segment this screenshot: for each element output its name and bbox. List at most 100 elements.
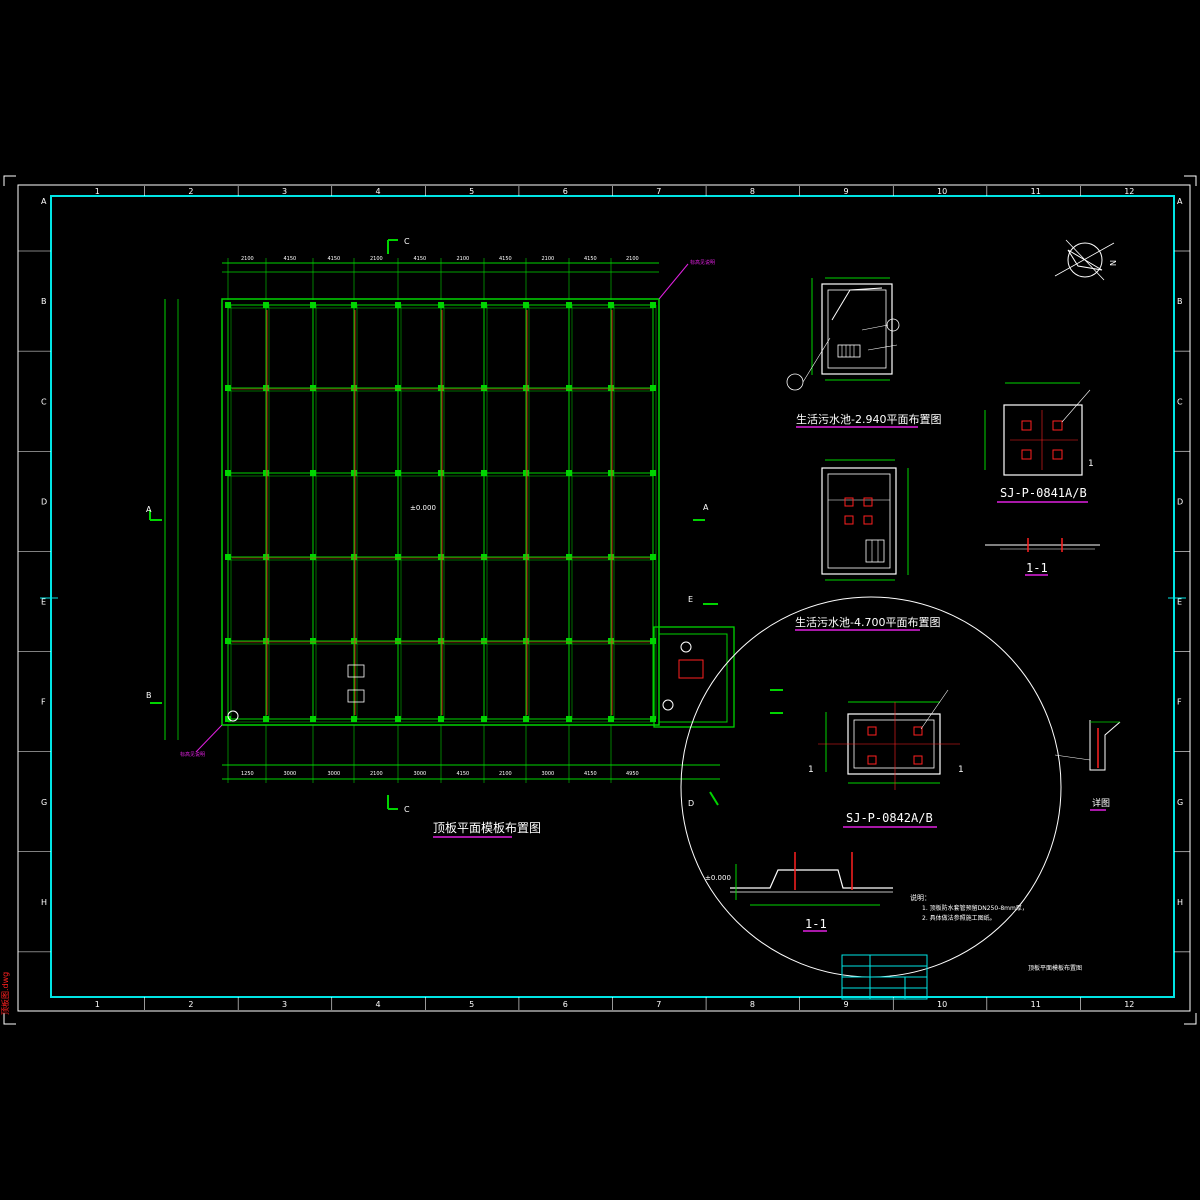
border-col-number: 8 [750,187,755,196]
border-col-number: 9 [843,1000,848,1009]
border-row-letter: F [1177,698,1182,707]
column-node [481,470,487,476]
column-node [263,470,269,476]
border-row-letter: G [1177,798,1183,807]
border-col-number: 1 [95,187,100,196]
dimension-label: 4950 [626,771,639,777]
column-node [438,470,444,476]
detail-0842-id: SJ-P-0842A/B [846,811,933,825]
sheet-frame [3,175,1197,1025]
dimension-label: 1250 [241,771,254,777]
border-col-number: 10 [937,187,947,196]
dimension-label: 4150 [284,256,297,262]
detail-0841-id: SJ-P-0841A/B [1000,486,1087,500]
notes-line1: 1. 顶板防水套管预留DN250-8mm厚， [922,904,1028,912]
dimension-label: 2100 [457,256,470,262]
north-arrow-icon [1054,239,1115,281]
border-row-letter: G [41,798,47,807]
dimension-label: 3000 [542,771,555,777]
border-col-number: 4 [376,1000,381,1009]
column-node [438,716,444,722]
column-node [566,385,572,391]
border-row-letter: A [1177,197,1183,206]
column-node [523,470,529,476]
section-label-right: A [703,503,709,512]
column-node [263,554,269,560]
column-node [481,716,487,722]
dimension-label: 2100 [241,256,254,262]
border-col-number: 5 [469,187,474,196]
column-node [481,385,487,391]
pool-4700-plan [795,459,920,631]
border-col-number: 8 [750,1000,755,1009]
section-label-d: D [688,799,694,808]
main-plan-title: 顶板平面模板布置图 [433,821,541,835]
dimension-label: 3000 [414,771,427,777]
column-node [310,716,316,722]
section-label-top: C [404,237,410,246]
border-row-letter: C [41,397,47,406]
detail-0841-mark: 1 [1088,459,1094,469]
column-node [225,554,231,560]
column-node [225,385,231,391]
border-col-number: 6 [563,1000,568,1009]
border-col-number: 6 [563,187,568,196]
drawing-name-label: 顶板平面模板布置图 [1028,964,1082,972]
column-node [263,302,269,308]
column-node [351,470,357,476]
column-node [608,385,614,391]
border-row-letter: H [41,898,47,907]
column-node [650,716,656,722]
callout-bl: 标高见说明 [180,751,205,758]
border-col-number: 10 [937,1000,947,1009]
border-col-number: 7 [656,187,661,196]
dimension-label: 4150 [499,256,512,262]
column-node [650,302,656,308]
border-col-number: 3 [282,187,287,196]
border-col-number: 9 [843,187,848,196]
column-node [566,638,572,644]
column-node [566,470,572,476]
column-node [481,638,487,644]
column-node [523,385,529,391]
border-row-letter: B [41,297,47,306]
section-1-1-top-label: 1-1 [1026,561,1048,575]
border-row-letter: A [41,197,47,206]
column-node [395,716,401,722]
column-node [351,302,357,308]
column-node [566,302,572,308]
title-block [841,954,928,1000]
column-node [395,554,401,560]
column-node [310,385,316,391]
column-node [225,470,231,476]
detail-0842-mark-right: 1 [958,765,964,775]
detail-0842-mark-left: 1 [808,765,814,775]
border-col-number: 12 [1124,187,1134,196]
border-row-letter: F [41,698,46,707]
border-col-number: 1 [95,1000,100,1009]
column-node [351,638,357,644]
column-node [351,385,357,391]
dimension-label: 2100 [626,256,639,262]
section-1-1-top [985,538,1100,576]
border-row-letter: D [41,497,47,506]
dimension-label: 2100 [499,771,512,777]
column-node [608,554,614,560]
pool-2940-plan [786,277,918,428]
section-label-left: A [146,505,152,514]
dimension-label: 4150 [584,771,597,777]
column-node [523,716,529,722]
border-col-number: 11 [1031,1000,1041,1009]
dimension-label: 4150 [328,256,341,262]
column-node [310,638,316,644]
column-node [438,554,444,560]
detail-0841 [984,382,1091,503]
column-node [395,470,401,476]
notes-line2: 2. 具体做法参照施工图纸。 [922,914,996,922]
column-node [481,302,487,308]
column-node [566,716,572,722]
dimension-label: 4150 [414,256,427,262]
section-label-bottom: C [404,805,410,814]
column-node [566,554,572,560]
